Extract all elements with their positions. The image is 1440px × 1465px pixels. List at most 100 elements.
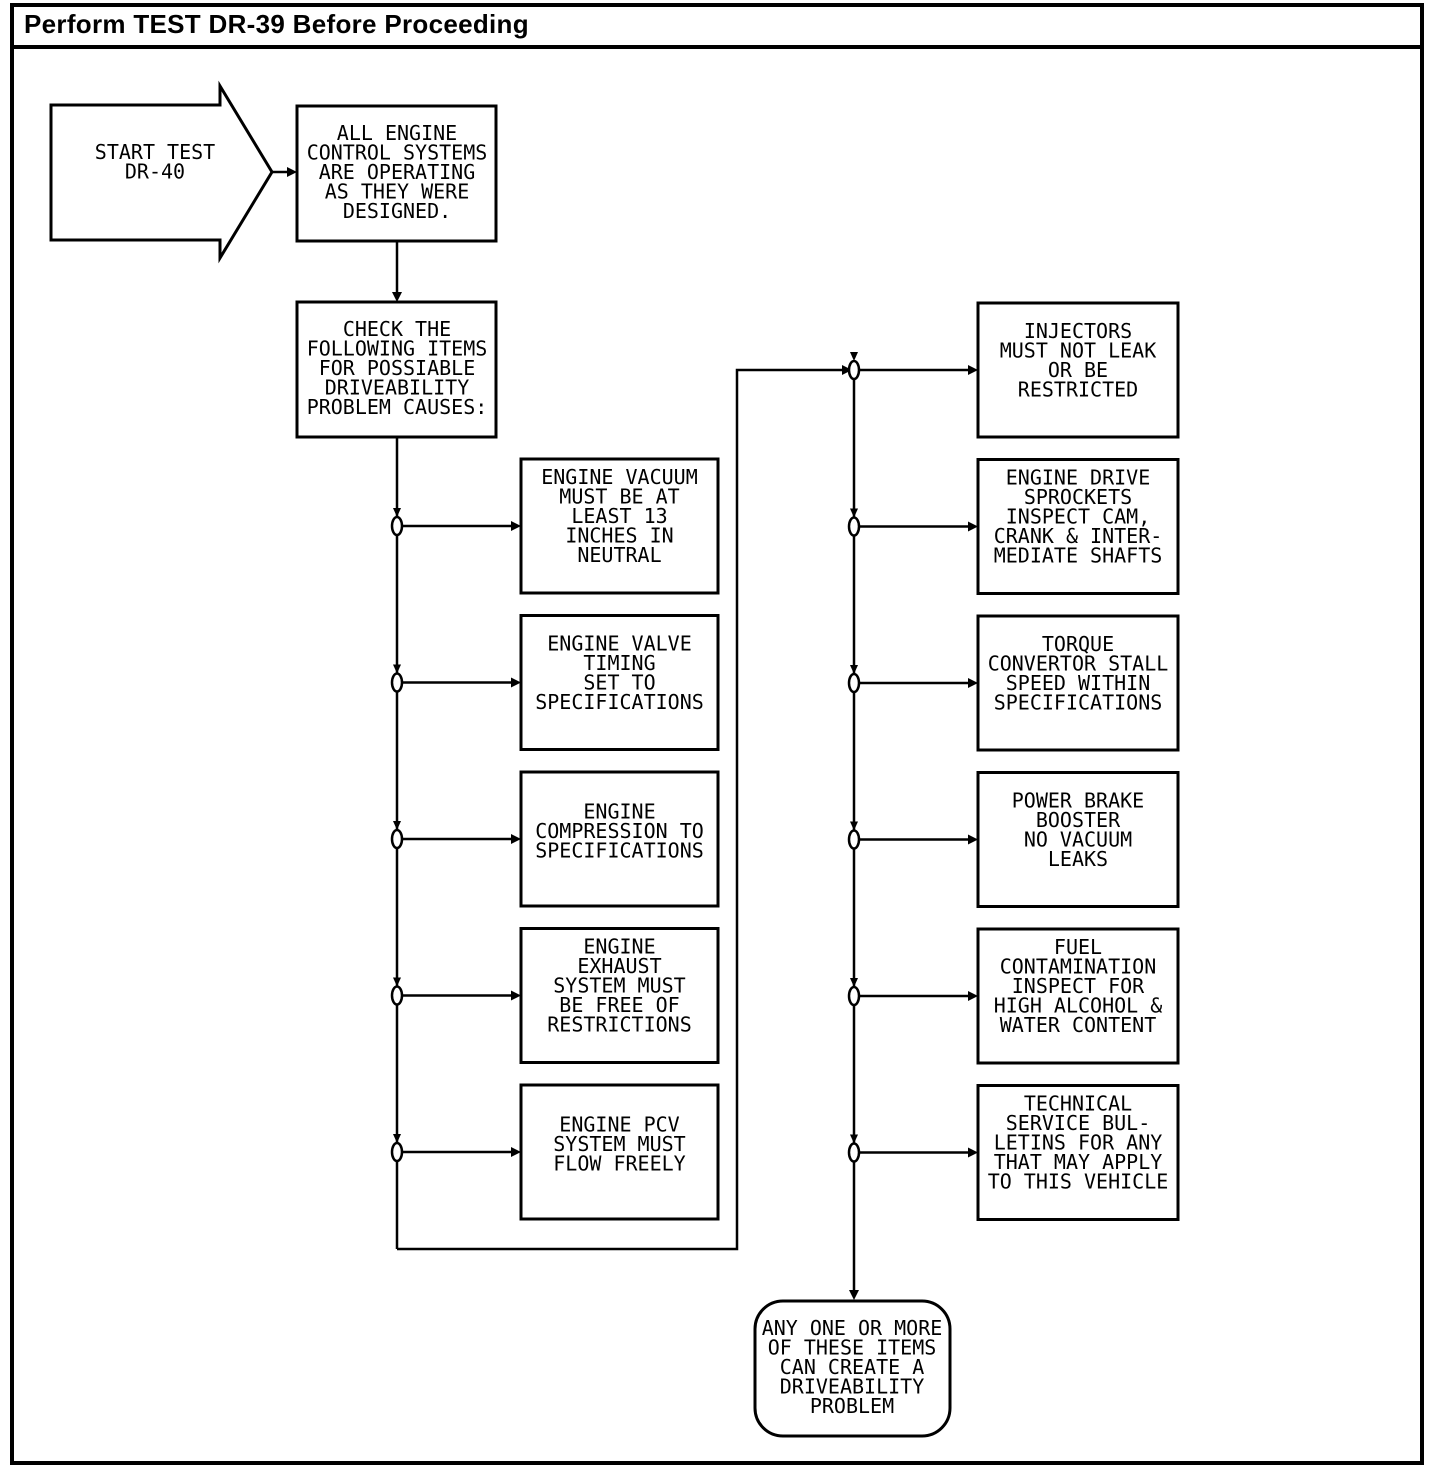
text-line: TO THIS VEHICLE [988, 1170, 1169, 1194]
text-line: WATER CONTENT [1000, 1013, 1157, 1037]
arrowhead [511, 521, 521, 531]
text-line: DRIVEABILITY [325, 376, 470, 400]
arrowhead [850, 352, 858, 361]
arrowhead [850, 821, 858, 831]
text-line: INJECTORS [1024, 319, 1132, 343]
text-line: ENGINE [583, 800, 655, 824]
arrowhead [850, 1134, 858, 1144]
branch-node [390, 515, 404, 537]
branch-node [390, 1141, 404, 1163]
text-line: MEDIATE SHAFTS [994, 544, 1163, 568]
text-line: EXHAUST [577, 954, 661, 978]
text-line: ENGINE PCV [559, 1113, 679, 1137]
arrowhead [511, 1147, 521, 1157]
right-item-box [976, 771, 1180, 908]
branch-node [390, 985, 404, 1006]
connector-left-to-right [397, 368, 850, 1251]
text-line: ENGINE VACUUM [541, 465, 698, 489]
arrowhead [393, 664, 401, 674]
text-line: THAT MAY APPLY [994, 1150, 1163, 1174]
text-line: FUEL [1054, 935, 1102, 959]
text-line: PROBLEM CAUSES: [307, 395, 488, 419]
text-line: MUST BE AT [559, 485, 679, 509]
text-line: CHECK THE [343, 317, 451, 341]
right-item-box [976, 927, 1180, 1065]
text-line: RESTRICTED [1018, 377, 1138, 401]
text-line: BOOSTER [1036, 808, 1121, 832]
left-item-box [519, 1083, 720, 1221]
arrowhead [850, 665, 858, 674]
arrowhead [392, 292, 402, 302]
text-line: MUST NOT LEAK [1000, 338, 1157, 362]
left-item-box [519, 927, 720, 1064]
branch-node [390, 672, 404, 693]
arrowhead [968, 834, 978, 845]
text-line: TORQUE [1042, 632, 1114, 656]
text-line: SYSTEM MUST [553, 974, 685, 998]
text-line: LEAKS [1048, 847, 1108, 871]
left-item-box [519, 457, 720, 595]
left-item-box [519, 770, 720, 908]
arrowhead [393, 977, 401, 987]
text-line: SET TO [583, 670, 655, 694]
title-bar: Perform TEST DR-39 Before Proceeding [14, 7, 1420, 49]
right-item-box [976, 458, 1180, 595]
conclusion-box [753, 1299, 952, 1438]
text-line: SERVICE BUL- [1006, 1111, 1151, 1135]
arrowhead [511, 677, 521, 688]
arrowhead [393, 821, 401, 830]
text-line: NO VACUUM [1024, 827, 1132, 851]
intro-box [295, 104, 498, 243]
right-item-box [976, 301, 1180, 439]
arrowhead [850, 978, 858, 987]
text-line: SPEED WITHIN [1006, 671, 1151, 695]
text-line: ENGINE [583, 935, 655, 959]
branch-node [847, 516, 861, 537]
arrowhead [511, 990, 521, 1001]
text-line: SPECIFICATIONS [994, 690, 1163, 714]
text-line: CONVERTOR STALL [988, 651, 1169, 675]
text-line: FOLLOWING ITEMS [307, 337, 488, 361]
text-line: ENGINE VALVE [547, 631, 692, 655]
page-title: Perform TEST DR-39 Before Proceeding [24, 9, 529, 39]
arrowhead [968, 365, 978, 375]
text-line: POWER BRAKE [1012, 788, 1144, 812]
text-line: FLOW FREELY [553, 1152, 685, 1176]
text-line: CRANK & INTER- [994, 524, 1163, 548]
text-line: LEAST 13 [571, 504, 667, 528]
arrowhead [849, 1290, 859, 1300]
text-line: START TEST [95, 140, 215, 164]
arrowhead [968, 991, 978, 1001]
right-item-box [976, 1084, 1180, 1221]
text-line: DESIGNED. [343, 199, 451, 223]
text-line: CONTAMINATION [1000, 955, 1157, 979]
text-line: COMPRESSION TO [535, 819, 704, 843]
arrowhead [968, 521, 978, 532]
text-line: INSPECT FOR [1012, 974, 1145, 998]
text-line: SPROCKETS [1024, 485, 1132, 509]
start-arrow [49, 80, 274, 264]
branch-node [847, 985, 861, 1007]
branch-node [847, 1142, 861, 1163]
text-line: ENGINE DRIVE [1006, 466, 1151, 490]
branch-node [390, 828, 404, 850]
text-line: SPECIFICATIONS [535, 690, 704, 714]
text-line: HIGH ALCOHOL & [994, 994, 1163, 1018]
text-line: NEUTRAL [577, 543, 661, 567]
text-line: CAN CREATE A [780, 1355, 925, 1379]
arrowhead [393, 508, 401, 517]
text-line: RESTRICTIONS [547, 1013, 692, 1037]
text-line: INSPECT CAM, [1006, 505, 1151, 529]
